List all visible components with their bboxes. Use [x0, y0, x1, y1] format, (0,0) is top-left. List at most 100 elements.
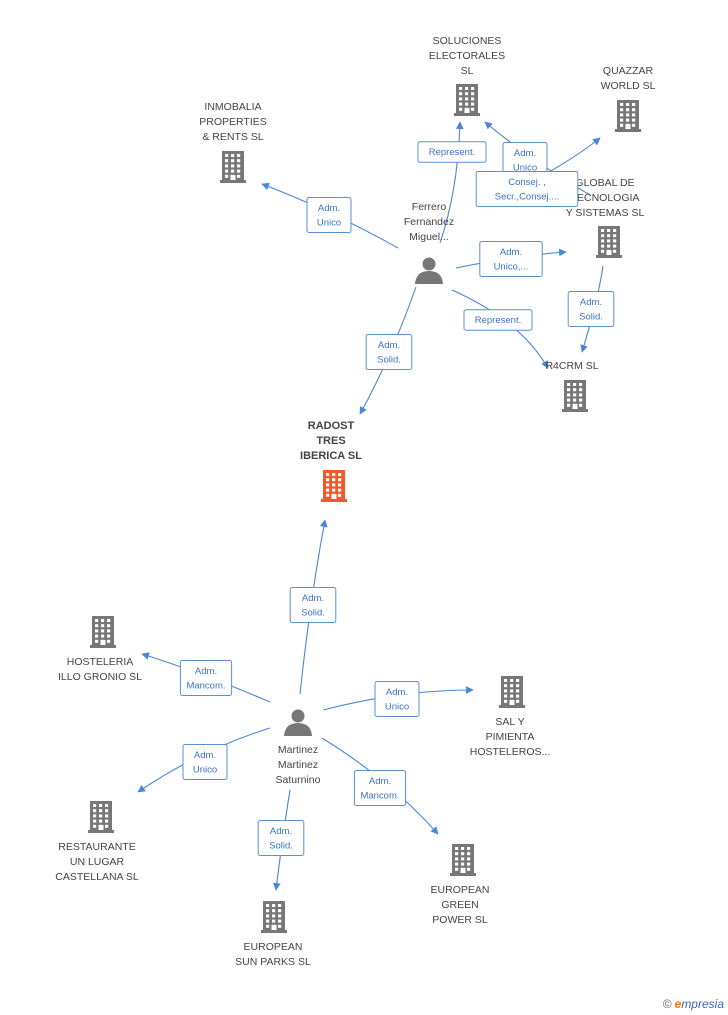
node-label: PIMIENTA [486, 731, 535, 743]
relation-label-text: Adm. [318, 203, 340, 214]
node-label: WORLD SL [601, 80, 656, 92]
node-label: ILLO GRONIO SL [58, 671, 142, 683]
node-label: Saturnino [276, 774, 321, 786]
relation-label-text: Unico,... [494, 261, 529, 272]
company-node-r4crm[interactable]: R4CRM SL [545, 360, 599, 412]
relation-label-text: Adm. [500, 247, 522, 258]
relation-label-text: Mancom. [186, 680, 225, 691]
node-label: Y SISTEMAS SL [566, 207, 645, 219]
node-label: ELECTORALES [429, 50, 505, 62]
node-label: INMOBALIA [204, 101, 261, 113]
building-icon [220, 151, 246, 183]
node-label: IBERICA SL [300, 450, 362, 462]
person-node-ferrero[interactable]: FerreroFernandezMiguel... [404, 201, 454, 284]
relation-label-text: Represent. [429, 147, 475, 158]
node-label: RESTAURANTE [58, 841, 135, 853]
relation-label[interactable]: Adm. Solid. [365, 334, 413, 370]
node-label: GREEN [441, 899, 478, 911]
relation-label[interactable]: Adm.Unico [306, 197, 352, 233]
company-node-soluciones[interactable]: SOLUCIONES ELECTORALES SL [429, 35, 505, 116]
node-label: TRES [316, 435, 345, 447]
relation-label[interactable]: Represent. [463, 309, 533, 331]
building-icon [596, 226, 622, 258]
relation-label-text: Adm. [378, 340, 400, 351]
brand-logo-e: e [674, 997, 682, 1011]
person-icon [415, 257, 443, 284]
node-label: SOLUCIONES [433, 35, 502, 47]
company-node-restaurante[interactable]: RESTAURANTE UN LUGAR CASTELLANA SL [55, 801, 139, 883]
relation-label-text: Represent. [475, 315, 521, 326]
relation-label-text: Adm. [194, 750, 216, 761]
relation-label[interactable]: Adm. Unico,... [479, 241, 543, 277]
relation-label-text: Consej. , [508, 177, 546, 188]
relation-label-text: Adm. [302, 593, 324, 604]
node-label: GLOBAL DE [575, 177, 634, 189]
relation-label[interactable]: Represent. [417, 141, 487, 163]
relation-label[interactable]: Consej. , Secr.,Consej.... [475, 171, 579, 207]
company-node-europeansun[interactable]: EUROPEAN SUN PARKS SL [235, 901, 311, 968]
relation-label-text: Adm. [195, 666, 217, 677]
relation-label-text: Solid. [269, 840, 293, 851]
node-label: RADOST [308, 420, 355, 432]
relation-label-text: Unico [385, 701, 409, 712]
node-label: QUAZZAR [603, 65, 654, 77]
building-icon [90, 616, 116, 648]
relation-label-text: Unico [513, 162, 537, 173]
copyright-symbol: © [662, 997, 672, 1011]
relation-label[interactable]: Adm. Mancom. [353, 770, 407, 806]
node-label: EUROPEAN [244, 941, 303, 953]
relation-label[interactable]: Adm. Unico [182, 744, 228, 780]
building-icon [562, 380, 588, 412]
building-icon [450, 844, 476, 876]
relation-label-text: Adm. [270, 826, 292, 837]
node-label: HOSTELEROS... [470, 746, 551, 758]
node-label: SAL Y [495, 716, 524, 728]
node-label: Ferrero [412, 201, 447, 213]
company-node-quazzar[interactable]: QUAZZAR WORLD SL [601, 65, 656, 132]
relation-label-text: Adm. [580, 297, 602, 308]
node-label: CASTELLANA SL [55, 871, 139, 883]
relation-label-text: Adm. [369, 776, 391, 787]
relation-label[interactable]: Adm. Solid. [257, 820, 305, 856]
relation-label-text: Solid. [579, 311, 603, 322]
building-icon [88, 801, 114, 833]
building-icon [454, 84, 480, 116]
person-icon [284, 709, 312, 736]
node-label: UN LUGAR [70, 856, 125, 868]
relation-label-text: Solid. [301, 607, 325, 618]
company-node-global[interactable]: GLOBAL DE TECNOLOGIA Y SISTEMAS SL [566, 177, 645, 258]
company-node-europeangreen[interactable]: EUROPEAN GREEN POWER SL [431, 844, 490, 926]
brand-watermark: ©empresia [663, 997, 724, 1011]
building-icon [615, 100, 641, 132]
relation-label-text: Unico [193, 764, 217, 775]
node-label: SL [461, 65, 474, 77]
node-label: Miguel... [409, 231, 449, 243]
building-icon [499, 676, 525, 708]
relation-label[interactable]: Adm.Unico [374, 681, 420, 717]
node-label: Martinez [278, 759, 318, 771]
relation-label[interactable]: Adm. Solid. [567, 291, 615, 327]
building-icon [321, 470, 347, 502]
company-node-salypimienta[interactable]: SAL Y PIMIENTA HOSTELEROS... [470, 676, 551, 758]
relation-arrow [439, 121, 464, 244]
node-label: POWER SL [432, 914, 488, 926]
node-label: PROPERTIES [199, 116, 267, 128]
relation-label-text: Mancom. [360, 790, 399, 801]
relation-label-text: Solid. [377, 354, 401, 365]
relation-label-text: Adm. [514, 148, 536, 159]
node-label: TECNOLOGIA [571, 192, 640, 204]
brand-logo-text: mpresia [681, 997, 724, 1011]
relation-label[interactable]: Adm. Solid. [289, 587, 337, 623]
node-label: Martinez [278, 744, 318, 756]
building-icon [261, 901, 287, 933]
node-label: Fernandez [404, 216, 454, 228]
company-node-radost[interactable]: RADOST TRES IBERICA SL [300, 420, 362, 502]
relation-label-text: Secr.,Consej.... [495, 191, 559, 202]
node-label: EUROPEAN [431, 884, 490, 896]
relation-label[interactable]: Adm. Mancom. [179, 660, 233, 696]
node-label: SUN PARKS SL [235, 956, 311, 968]
